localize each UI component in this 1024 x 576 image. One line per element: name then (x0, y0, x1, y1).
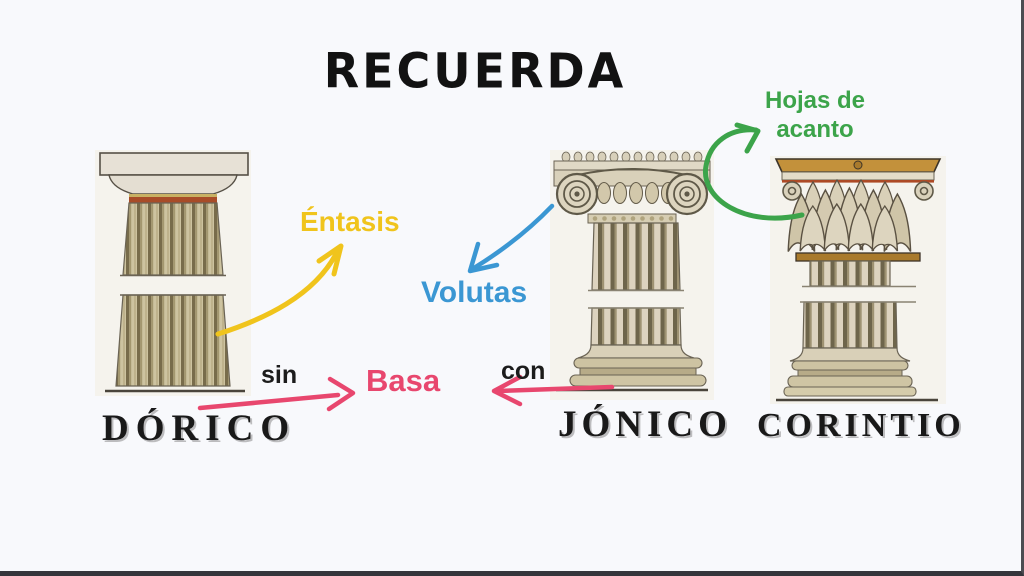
doric-column-illustration (95, 150, 251, 396)
label-hojas-de-acanto: Hojas de acanto (764, 87, 866, 144)
volutas-arrow (467, 203, 555, 274)
ionic-shaft (588, 222, 684, 346)
label-volutas: Volutas (421, 276, 528, 309)
ionic-volute-right (665, 172, 709, 216)
ionic-base (556, 344, 708, 392)
column-name-dorico: DÓRICO (102, 408, 297, 449)
corinthian-astragal (795, 252, 921, 262)
doric-shaft (105, 202, 245, 393)
column-name-corintio: CORINTIO (757, 407, 965, 444)
label-basa: Basa (366, 363, 441, 398)
column-name-jonico: JÓNICO (558, 404, 732, 445)
ionic-volute-left (555, 172, 599, 216)
ionic-bead-row (592, 216, 674, 221)
corinthian-column-illustration (770, 156, 946, 404)
ionic-bead-row-top (561, 151, 703, 163)
corinthian-shaft (800, 260, 916, 349)
doric-capital (99, 152, 249, 203)
label-sin: sin (261, 361, 298, 389)
ionic-capital (553, 151, 711, 224)
ionic-column-illustration (550, 150, 714, 400)
page-title: RECUERDA (323, 42, 627, 100)
label-entasis: Éntasis (300, 206, 400, 237)
ionic-egg-and-dart (597, 182, 675, 204)
label-con: con (501, 357, 546, 385)
corinthian-base (776, 347, 938, 402)
